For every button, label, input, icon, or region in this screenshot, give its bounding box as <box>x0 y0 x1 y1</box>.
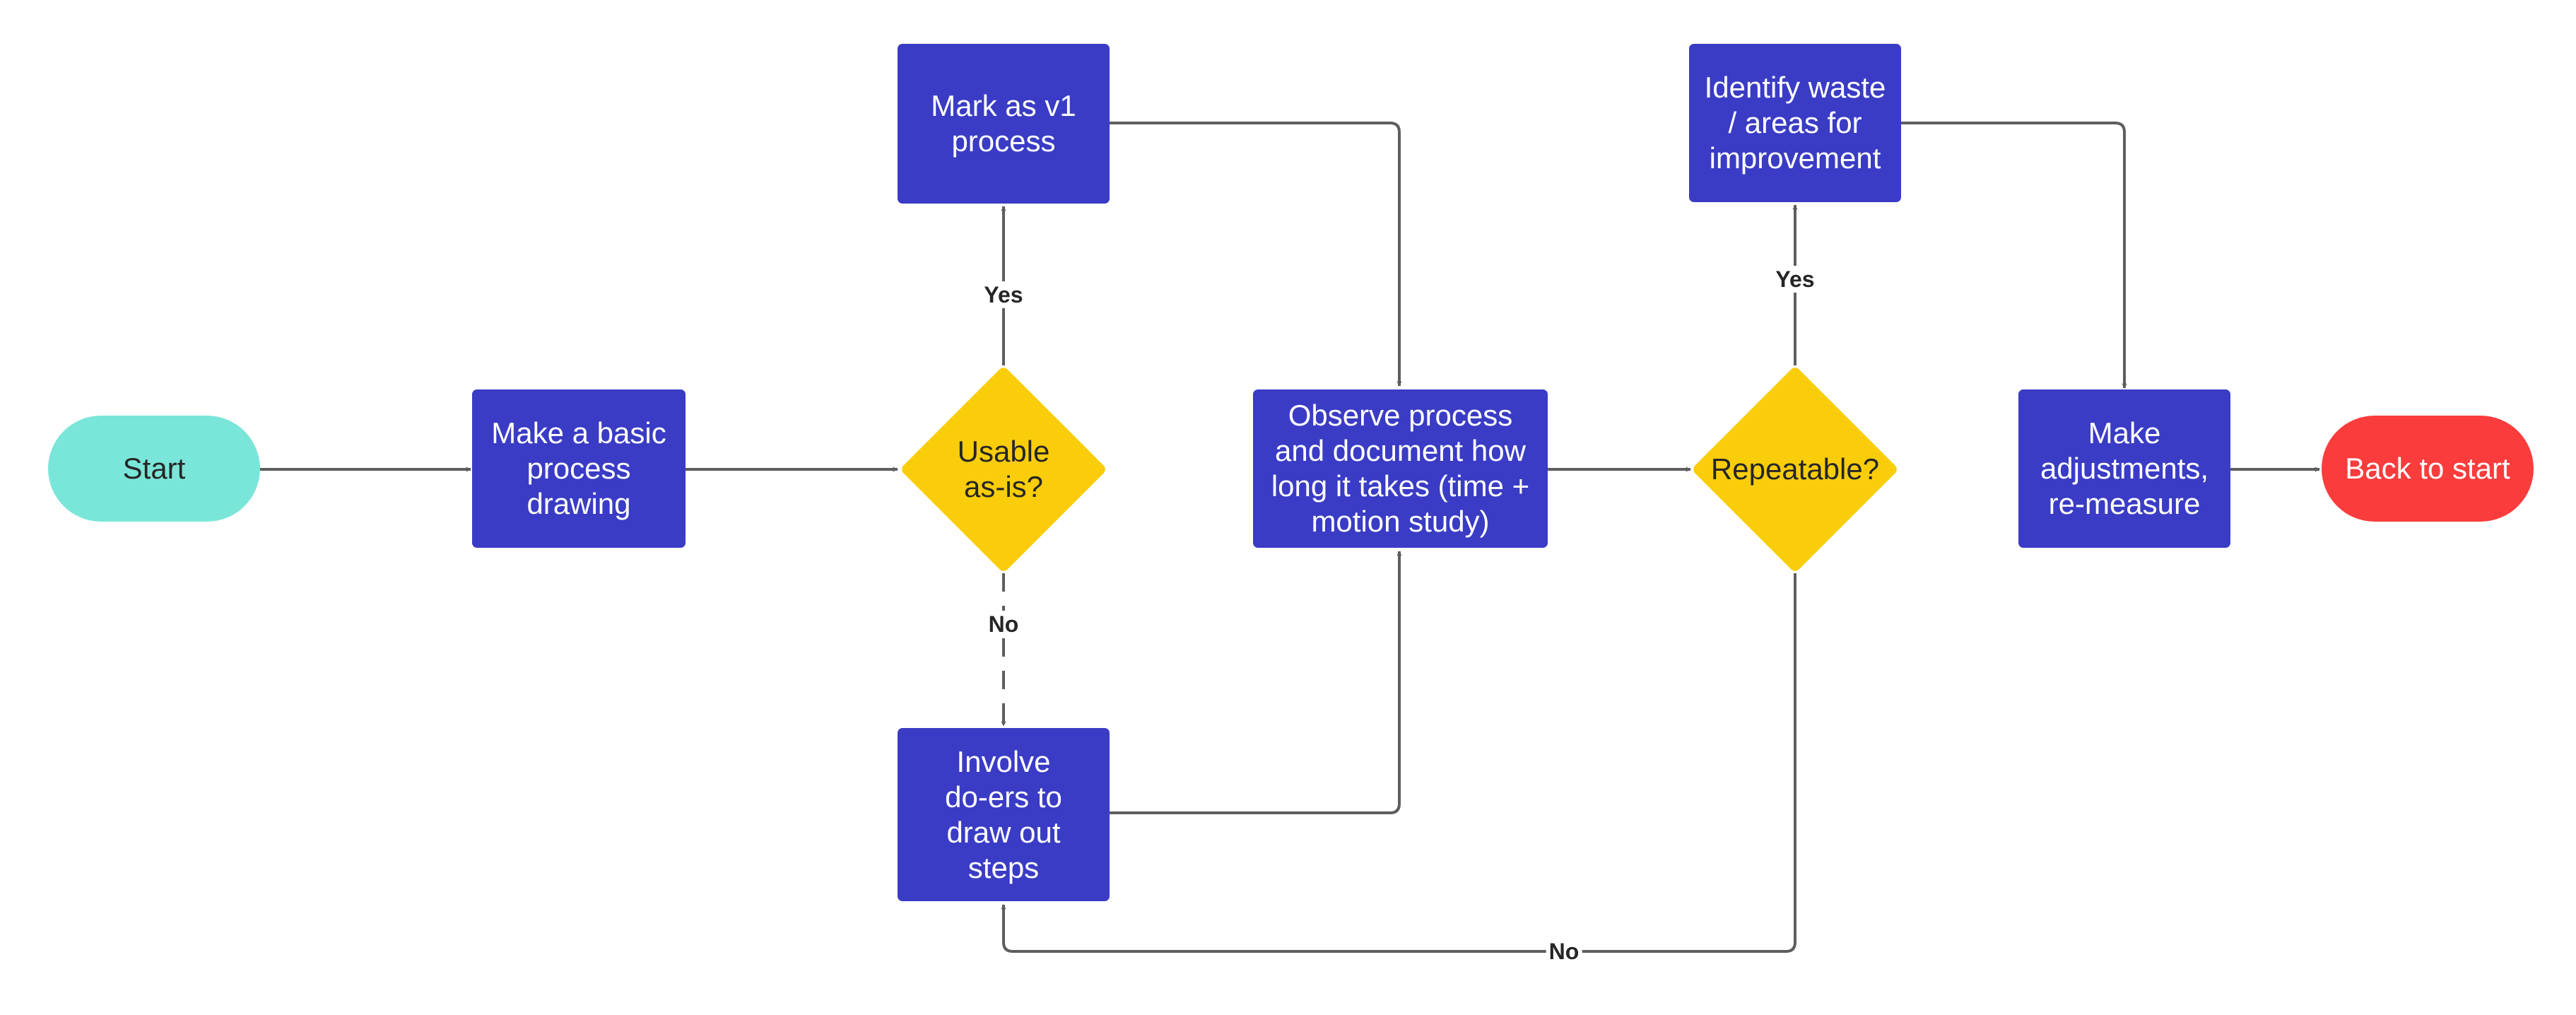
identify-waste-node: Identify waste / areas for improvement <box>1689 44 1901 202</box>
make-drawing-node: Make a basic process drawing <box>472 389 686 548</box>
edge-involve-to-observe <box>1110 551 1402 814</box>
back-to-start-node: Back to start <box>2322 416 2534 522</box>
usable-decision-label: Usable as-is? <box>957 435 1050 503</box>
edge-identify-to-adjust <box>1901 122 2127 389</box>
repeatable-yes-label: Yes <box>1772 266 1818 293</box>
adjust-node: Make adjustments, re-measure <box>2018 389 2230 548</box>
edge-repeatable-no <box>1001 573 1796 953</box>
repeatable-no-label: No <box>1546 938 1582 965</box>
observe-node: Observe process and document how long it… <box>1253 389 1548 548</box>
usable-no-label: No <box>985 611 1022 638</box>
edge-mark-to-observe <box>1110 122 1402 387</box>
start-node: Start <box>48 416 260 522</box>
involve-node: Involve do-ers to draw out steps <box>898 728 1110 901</box>
usable-decision: Usable as-is? <box>899 365 1108 574</box>
usable-yes-label: Yes <box>981 281 1026 308</box>
repeatable-decision: Repeatable? <box>1690 365 1900 574</box>
repeatable-decision-label: Repeatable? <box>1710 452 1880 486</box>
mark-v1-node: Mark as v1 process <box>898 44 1110 204</box>
